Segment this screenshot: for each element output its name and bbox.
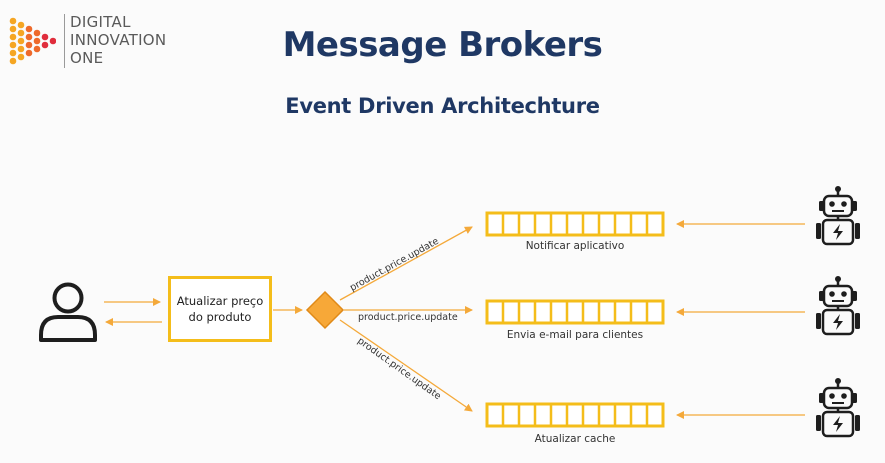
logo-dot [25, 49, 33, 57]
logo-dot [33, 37, 41, 45]
user-icon [39, 282, 97, 342]
logo-line-1: DIGITAL [70, 13, 131, 31]
logo-line-3: ONE [70, 49, 104, 67]
logo-dot [41, 41, 49, 49]
logo-dot [9, 17, 17, 25]
logo-dot [9, 33, 17, 41]
queue-label-3: Atualizar cache [534, 433, 616, 445]
route-arrow-1 [339, 226, 473, 301]
route-label-3: product.price.update [355, 335, 443, 402]
queues [485, 211, 665, 428]
queue-2 [485, 299, 665, 325]
logo-dot [17, 53, 25, 61]
process-label-line-1: Atualizar preço [176, 294, 264, 308]
route-label-1: product.price.update [348, 236, 441, 294]
process-label: Atualizar preço do produto [177, 293, 264, 325]
logo-dot [17, 21, 25, 29]
robot-icon [816, 186, 860, 246]
process-box: Atualizar preço do produto [168, 276, 272, 342]
logo-dot [49, 37, 56, 45]
logo-divider [64, 14, 65, 68]
logo-dot [9, 49, 17, 57]
logo-dot [17, 37, 25, 45]
logo-dot [41, 33, 49, 41]
robot-icon [816, 378, 860, 438]
queue-3 [485, 402, 665, 428]
robot-icon [816, 276, 860, 336]
page-title: Message Brokers [282, 25, 603, 65]
logo-dot [9, 41, 17, 49]
process-label-line-2: do produto [188, 310, 252, 324]
logo-dot [17, 45, 25, 53]
route-label-2: product.price.update [358, 312, 458, 323]
logo-dot [9, 25, 17, 33]
logo-dot [25, 33, 33, 41]
logo: DIGITAL INNOVATION ONE [8, 12, 188, 72]
logo-dot [9, 57, 17, 65]
logo-dot [33, 45, 41, 53]
logo-mark-icon [9, 17, 56, 65]
queue-label-2: Envia e-mail para clientes [506, 329, 644, 341]
logo-dot [17, 29, 25, 37]
queue-label-1: Notificar aplicativo [525, 240, 625, 252]
consumers [816, 186, 860, 438]
logo-dot [33, 29, 41, 37]
route-arrow-3 [339, 319, 473, 412]
exchange-diamond-icon [305, 290, 345, 330]
page-subtitle: Event Driven Architechture [285, 94, 600, 118]
logo-line-2: INNOVATION [70, 31, 167, 49]
logo-dot [25, 41, 33, 49]
logo-text: DIGITAL INNOVATION ONE [70, 13, 166, 67]
logo-dot [25, 25, 33, 33]
queue-1 [485, 211, 665, 237]
